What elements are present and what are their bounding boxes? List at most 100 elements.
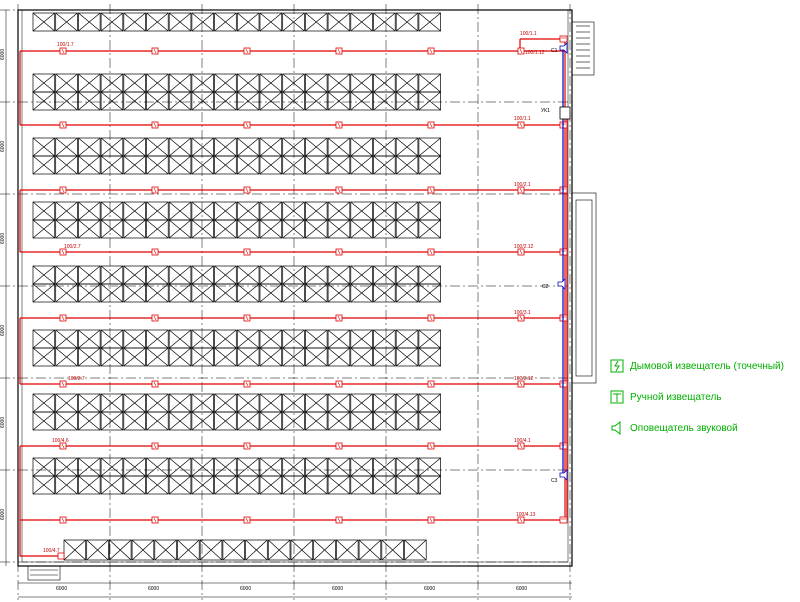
smoke-detector: [59, 121, 67, 129]
svg-text:6000: 6000: [0, 233, 6, 244]
smoke-detector: [517, 248, 525, 256]
smoke-detector: [517, 186, 525, 194]
rack-cell: [290, 539, 314, 561]
rack-cell: [32, 283, 56, 303]
sounder-icon: [611, 421, 621, 435]
rack-cell: [395, 283, 419, 303]
rack-cell: [168, 265, 192, 285]
rack-cell: [236, 73, 260, 93]
rack-cell: [222, 539, 245, 561]
rack-cell: [123, 283, 146, 303]
smoke-detector: [335, 47, 343, 55]
rack-cell: [259, 219, 283, 239]
smoke-detector: [243, 516, 251, 524]
smoke-detector: [427, 380, 435, 388]
rack-cell: [32, 347, 56, 367]
rack-cell: [282, 155, 305, 175]
rack-cell: [259, 265, 283, 285]
rack-cell: [168, 457, 192, 477]
rack-cell: [100, 283, 124, 303]
rack-cell: [78, 475, 101, 495]
rack-cell: [236, 155, 260, 175]
stair-annex-top: [571, 21, 595, 76]
rack-cell: [259, 91, 283, 111]
svg-text:6000: 6000: [148, 586, 159, 592]
rack-cell: [373, 475, 396, 495]
rack-cell: [282, 265, 305, 285]
sounder-c3: С3: [551, 469, 568, 484]
rack-cell: [259, 155, 283, 175]
rack-cell: [214, 137, 237, 157]
svg-text:100/3.1: 100/3.1: [514, 310, 531, 316]
rack-cell: [327, 73, 351, 93]
rack-cell: [350, 457, 373, 477]
svg-text:6000: 6000: [0, 325, 6, 336]
rack-cell: [418, 265, 441, 285]
rack-cell: [78, 91, 101, 111]
rack-cell: [350, 393, 373, 413]
smoke-detector: [243, 442, 251, 450]
rack-cell: [78, 12, 101, 32]
rack-cell: [214, 73, 237, 93]
control-panel: [559, 106, 571, 120]
smoke-detector: [427, 442, 435, 450]
smoke-detector: [59, 248, 67, 256]
rack-cell: [214, 219, 237, 239]
rack-cell: [259, 457, 283, 477]
rack-cell: [282, 475, 305, 495]
svg-text:100/2.12: 100/2.12: [514, 244, 534, 250]
rack-cell: [146, 411, 169, 431]
rack-cell: [305, 265, 328, 285]
rack-cell: [78, 137, 101, 157]
rack-cell: [259, 283, 283, 303]
smoke-detector: [517, 380, 525, 388]
smoke-detector: [427, 186, 435, 194]
rack-cell: [78, 457, 101, 477]
rack-cell: [191, 155, 214, 175]
rack-cell: [305, 347, 328, 367]
rack-cell: [236, 265, 260, 285]
legend: Дымовой извещатель (точечный) Ручной изв…: [610, 358, 800, 451]
rack-cell: [55, 457, 78, 477]
rack-cell: [146, 137, 169, 157]
rack-cell: [395, 475, 419, 495]
smoke-detector: [151, 516, 159, 524]
rack-cell: [350, 329, 373, 349]
rack-cell: [214, 12, 237, 32]
sounder-c2-label: С2: [542, 284, 549, 290]
rack-cell: [100, 265, 124, 285]
rack-cell: [191, 219, 214, 239]
rack-cell: [282, 219, 305, 239]
rack-cell: [245, 539, 268, 561]
rack-cell: [327, 219, 351, 239]
rack-cell: [55, 201, 78, 221]
rack-cell: [32, 475, 56, 495]
rack-cell: [123, 265, 146, 285]
rack-cell: [305, 393, 328, 413]
rack-cell: [418, 393, 441, 413]
svg-text:6000: 6000: [56, 586, 67, 592]
rack-cell: [358, 539, 382, 561]
rack-cell: [191, 411, 214, 431]
rack-cell: [55, 283, 78, 303]
rack-cell: [32, 91, 56, 111]
rack-cell: [395, 73, 419, 93]
rack-cell: [350, 411, 373, 431]
rack-cell: [305, 457, 328, 477]
rack-cell: [168, 475, 192, 495]
rack-cell: [282, 91, 305, 111]
smoke-detector: [335, 314, 343, 322]
rack-cell: [327, 393, 351, 413]
rack-cell: [123, 219, 146, 239]
smoke-detector: [335, 121, 343, 129]
rack-cell: [100, 201, 124, 221]
rack-cell: [305, 12, 328, 32]
rack-cell: [282, 329, 305, 349]
smoke-detector: [517, 442, 525, 450]
rack-cell: [191, 347, 214, 367]
rack-cell: [282, 201, 305, 221]
rack-cell: [32, 201, 56, 221]
rack-cell: [78, 201, 101, 221]
rack-cell: [259, 137, 283, 157]
smoke-detector: [517, 516, 525, 524]
